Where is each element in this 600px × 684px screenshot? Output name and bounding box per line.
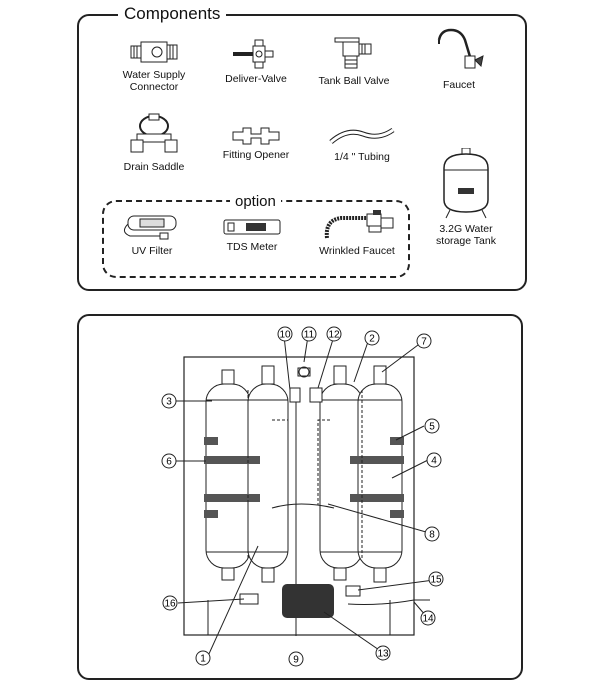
- component-tubing: 1/4 " Tubing: [318, 124, 406, 163]
- internal-tubing: [247, 390, 363, 560]
- wrinkled-faucet-icon: [324, 210, 394, 239]
- deliver-valve-label: Deliver-Valve: [225, 73, 287, 85]
- water-supply-connector-label-2: Connector: [129, 81, 179, 93]
- callout-11: 11: [301, 326, 317, 342]
- svg-text:9: 9: [293, 655, 299, 666]
- uv-filter-label: UV Filter: [131, 245, 173, 257]
- callout-9: 9: [288, 651, 304, 667]
- callout-1: 1: [195, 650, 211, 666]
- component-storage-tank: 3.2G Water storage Tank: [420, 148, 512, 247]
- tank-ball-valve-label: Tank Ball Valve: [318, 75, 390, 87]
- tubing-label: 1/4 " Tubing: [334, 151, 390, 163]
- callout-14: 14: [420, 610, 436, 626]
- svg-text:1: 1: [200, 654, 206, 665]
- part-14-tube: [347, 599, 430, 605]
- diagram-panel: [77, 314, 523, 680]
- svg-text:13: 13: [377, 649, 389, 660]
- component-wrinkled-faucet: Wrinkled Faucet: [312, 210, 402, 257]
- callout-12: 12: [326, 326, 342, 342]
- uv-filter-icon: [124, 215, 177, 240]
- components-title: Components: [118, 4, 227, 24]
- svg-text:5: 5: [429, 422, 435, 433]
- callout-15: 15: [428, 571, 444, 587]
- tds-meter-icon: [223, 219, 281, 235]
- faucet-icon: [437, 28, 484, 69]
- svg-text:16: 16: [164, 599, 176, 610]
- pump-box: [282, 584, 334, 618]
- tubing-icon: [329, 127, 395, 144]
- component-fitting-opener: Fitting Opener: [212, 126, 300, 161]
- callout-7: 7: [416, 333, 432, 349]
- part-15: [345, 585, 361, 597]
- fitting-opener-label: Fitting Opener: [222, 149, 290, 161]
- leader-lines: [176, 335, 435, 657]
- tank-ball-valve-icon: [334, 37, 372, 69]
- storage-tank-label-1: 3.2G Water: [439, 223, 493, 235]
- component-faucet: Faucet: [415, 26, 503, 91]
- callout-4: 4: [426, 452, 442, 468]
- storage-tank-icon: [443, 148, 489, 219]
- components-panel: [77, 14, 527, 291]
- callout-3: 3: [161, 393, 177, 409]
- fitting-opener-icon: [232, 127, 280, 145]
- callout-5: 5: [424, 418, 440, 434]
- storage-tank-label-2: storage Tank: [436, 235, 496, 247]
- component-deliver-valve: Deliver-Valve: [212, 38, 300, 85]
- drain-saddle-icon: [130, 113, 178, 153]
- svg-text:14: 14: [422, 614, 434, 625]
- svg-text:7: 7: [421, 337, 427, 348]
- faucet-label: Faucet: [442, 79, 476, 91]
- svg-text:12: 12: [328, 330, 340, 341]
- callout-13: 13: [375, 645, 391, 661]
- callout-6: 6: [161, 453, 177, 469]
- svg-text:2: 2: [369, 334, 375, 345]
- callout-10: 10: [277, 326, 293, 342]
- wrinkled-faucet-label: Wrinkled Faucet: [319, 245, 395, 257]
- water-supply-connector-icon: [130, 41, 178, 63]
- component-tds-meter: TDS Meter: [208, 218, 296, 253]
- component-tank-ball-valve: Tank Ball Valve: [310, 32, 398, 87]
- filter-housing-3: [205, 369, 251, 581]
- svg-text:6: 6: [166, 457, 172, 468]
- callout-16: 16: [162, 595, 178, 611]
- water-supply-connector-label-1: Water Supply: [122, 69, 186, 81]
- deliver-valve-icon: [233, 39, 274, 69]
- callout-8: 8: [424, 526, 440, 542]
- svg-text:10: 10: [279, 330, 291, 341]
- center-tube: [271, 503, 335, 509]
- svg-text:4: 4: [431, 456, 437, 467]
- cabinet-outline: [183, 356, 415, 636]
- option-title: option: [230, 193, 281, 210]
- component-uv-filter: UV Filter: [108, 212, 196, 257]
- filter-clips: [204, 437, 404, 518]
- svg-text:3: 3: [166, 397, 172, 408]
- svg-text:11: 11: [304, 330, 315, 341]
- top-valves: [289, 366, 323, 403]
- callout-2: 2: [364, 330, 380, 346]
- filter-housing-1: [247, 365, 289, 583]
- svg-text:8: 8: [429, 530, 435, 541]
- component-drain-saddle: Drain Saddle: [110, 112, 198, 173]
- drain-saddle-label: Drain Saddle: [123, 161, 185, 173]
- svg-text:15: 15: [430, 575, 442, 586]
- component-water-supply-connector: Water Supply Connector: [110, 38, 198, 93]
- tds-meter-label: TDS Meter: [226, 241, 278, 253]
